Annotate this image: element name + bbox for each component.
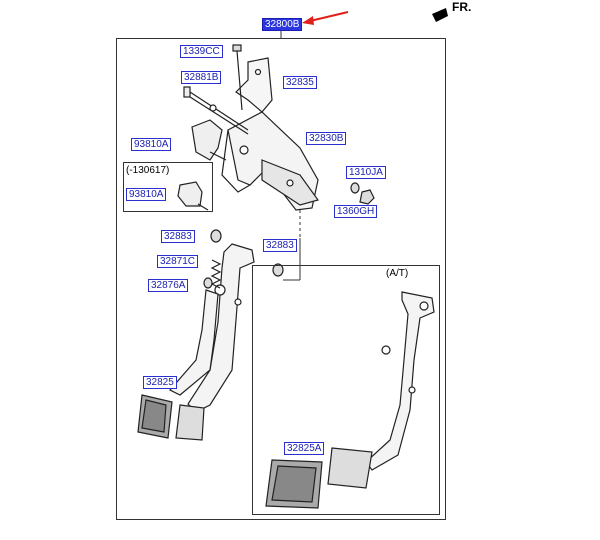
callout-1339cc[interactable]: 1339CC <box>180 45 223 58</box>
callout-1360gh[interactable]: 1360GH <box>334 205 378 218</box>
callout-32825a[interactable]: 32825A <box>284 442 325 455</box>
at-pad-shape <box>265 447 373 509</box>
at-variant-label: (A/T) <box>386 268 409 279</box>
brake-switch-shape <box>191 119 227 161</box>
bolt-shape <box>232 44 243 111</box>
callout-32881b[interactable]: 32881B <box>181 71 222 84</box>
return-spring-shape <box>210 259 222 289</box>
callout-32876a[interactable]: 32876A <box>148 279 189 292</box>
callout-93810a-inset[interactable]: 93810A <box>126 188 167 201</box>
red-arrow-icon <box>302 11 349 25</box>
inset-switch-shape <box>177 181 209 211</box>
inset-frame-at-variant <box>252 265 440 515</box>
forward-direction-icon <box>432 8 448 22</box>
at-pedal-shape <box>365 291 435 471</box>
callout-32830b[interactable]: 32830B <box>306 132 347 145</box>
forward-direction-label: FR. <box>452 0 472 14</box>
bushing-shape <box>203 229 284 289</box>
callout-32871c[interactable]: 32871C <box>157 255 199 268</box>
callout-32883-left[interactable]: 32883 <box>161 230 195 243</box>
pedal-bracket-shape <box>221 111 319 211</box>
nut-shape <box>350 182 375 205</box>
upper-bracket-shape <box>235 57 273 113</box>
main-diagram-frame <box>116 38 446 520</box>
callout-32835[interactable]: 32835 <box>283 76 317 89</box>
callout-32883-right[interactable]: 32883 <box>263 239 297 252</box>
main-part-label[interactable]: 32800B <box>262 18 303 31</box>
pedal-pad-shape <box>137 394 205 441</box>
callout-1310ja[interactable]: 1310JA <box>346 166 386 179</box>
callout-93810a-top[interactable]: 93810A <box>131 138 172 151</box>
pivot-bolt-shape <box>183 86 249 135</box>
inset-frame-date-variant <box>123 162 213 212</box>
date-variant-label: (-130617) <box>126 165 170 176</box>
clutch-pedal-shape <box>169 289 219 396</box>
callout-32825[interactable]: 32825 <box>143 376 177 389</box>
